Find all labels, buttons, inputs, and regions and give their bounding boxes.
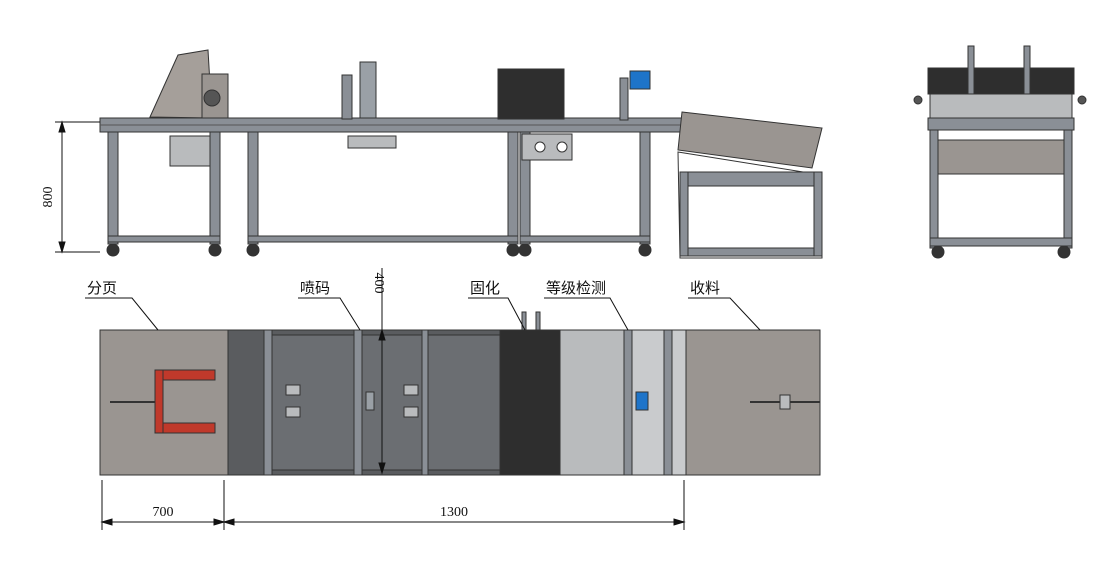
callout-lines	[85, 297, 761, 331]
plan-inkjet-frame	[269, 334, 501, 471]
collector-tray	[677, 111, 823, 169]
plan-inspection-panel	[559, 329, 625, 476]
inkjet-column	[341, 74, 353, 120]
feeder-plate	[169, 135, 211, 167]
height-dimension	[55, 120, 100, 254]
end-view	[913, 45, 1087, 259]
callout-curing: 固化	[470, 279, 500, 297]
plan-curing-box	[499, 329, 561, 476]
callout-inkjet: 喷码	[300, 279, 330, 297]
height-label: 800	[41, 187, 56, 208]
collector-stand	[677, 151, 823, 259]
length-dimensions	[100, 480, 686, 530]
feeder-arm-bottom	[154, 422, 216, 434]
callout-collect: 收料	[690, 279, 720, 297]
callout-feeder: 分页	[87, 279, 117, 297]
feeder-wheel	[203, 89, 221, 107]
callout-grading: 等级检测	[546, 279, 606, 297]
left-length-label: 700	[153, 505, 174, 520]
curing-box	[497, 68, 565, 120]
end-top-black	[927, 67, 1075, 95]
feeder-arm-top	[154, 369, 216, 381]
width-dimension	[378, 268, 386, 475]
width-label: 400	[371, 273, 386, 294]
plan-view	[99, 311, 821, 476]
inkjet-bracket	[347, 135, 397, 149]
side-view	[99, 49, 823, 259]
inkjet-head	[359, 61, 377, 119]
plan-sensor-blue	[635, 391, 649, 411]
main-length-label: 1300	[440, 505, 468, 520]
camera-post	[619, 77, 629, 121]
casters	[106, 243, 652, 257]
camera-blue	[629, 70, 651, 90]
